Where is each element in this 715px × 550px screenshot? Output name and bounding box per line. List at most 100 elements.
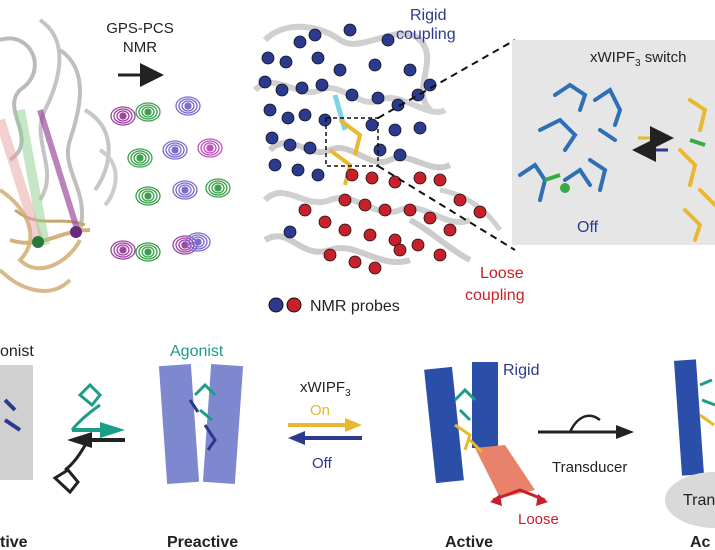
- nmr-probe: [371, 91, 385, 105]
- nmr-probe: [295, 81, 309, 95]
- probes-label: NMR probes: [310, 298, 400, 315]
- nmr-probe: [393, 148, 407, 162]
- state-label-active: Active: [445, 534, 493, 550]
- nmr-probe: [365, 171, 379, 185]
- active-helix-right: [472, 362, 498, 448]
- nmr-probe: [291, 163, 305, 177]
- nmr-probe: [265, 131, 279, 145]
- switch-off-label: Off: [577, 219, 599, 236]
- nmr-probe: [413, 171, 427, 185]
- nmr-probe: [283, 225, 297, 239]
- nmr-peak: [172, 180, 198, 200]
- transducer-blob: [665, 472, 715, 528]
- receptor-ribbon-left: [0, 18, 118, 293]
- nmr-probe: [303, 141, 317, 155]
- loose-arrowhead-right: [536, 494, 548, 506]
- nmr-probe: [343, 23, 357, 37]
- nmr-probe: [433, 173, 447, 187]
- active-agonist: [453, 387, 477, 422]
- nmr-probe: [318, 215, 332, 229]
- nmr-probe: [318, 113, 332, 127]
- nmr-probe: [388, 233, 402, 247]
- nmr-probe: [443, 223, 457, 237]
- nmr-probe: [378, 203, 392, 217]
- nmr-probe: [281, 111, 295, 125]
- nmr-probe: [403, 63, 417, 77]
- on-arrowhead: [345, 418, 362, 432]
- nmr-peak: [135, 102, 161, 122]
- zoom-line-top: [377, 39, 516, 119]
- off-label: Off: [312, 455, 333, 472]
- agonist-label-partial: onist: [0, 343, 34, 360]
- rigid-coupling-label-line2: coupling: [396, 26, 456, 43]
- active-loose-helix: [475, 445, 535, 498]
- agonist-binding-arrows: [52, 382, 125, 495]
- complex-switch: [699, 413, 715, 427]
- active-switch-sidechains: [454, 423, 484, 454]
- nmr-probe: [311, 51, 325, 65]
- off-ligand-fragment: [544, 173, 561, 182]
- nmr-probe: [453, 193, 467, 207]
- rigid-coupling-label-line1: Rigid: [410, 7, 446, 24]
- nmr-probe: [348, 255, 362, 269]
- nmr-probe: [388, 123, 402, 137]
- active-helix-left: [424, 366, 464, 484]
- probe-legend-red: [286, 297, 302, 313]
- switch-title: xWIPF3 switch: [590, 49, 686, 69]
- nmr-probe: [381, 33, 395, 47]
- loose-coupling-label-line2: coupling: [465, 287, 525, 304]
- nmr-probe: [333, 63, 347, 77]
- nmr-probe: [388, 175, 402, 189]
- nmr-peak: [175, 96, 201, 116]
- state-label-inactive-partial: tive: [0, 534, 28, 550]
- nmr-probe: [363, 228, 377, 242]
- nmr-probe: [338, 193, 352, 207]
- inactive-receptor-helix: [0, 365, 33, 480]
- transducer-complex-label-partial: Tran: [683, 492, 715, 509]
- transducer-arrowhead: [616, 425, 634, 439]
- off-arrowhead: [288, 431, 305, 445]
- nmr-probe: [308, 28, 322, 42]
- nmr-peak: [197, 138, 223, 158]
- nmr-peak: [127, 148, 153, 168]
- nmr-probe: [258, 75, 272, 89]
- transducer-hook: [568, 414, 601, 433]
- nmr-peak: [110, 240, 136, 260]
- zoom-line-bottom: [377, 165, 516, 251]
- method-label-line1: GPS-PCS: [106, 20, 174, 37]
- nmr-probe: [365, 118, 379, 132]
- nmr-probe: [315, 78, 329, 92]
- loose-label: Loose: [518, 511, 559, 528]
- on-label: On: [310, 402, 330, 419]
- nmr-probe: [323, 248, 337, 262]
- nmr-probe: [391, 98, 405, 112]
- nmr-probe: [298, 108, 312, 122]
- nmr-probe: [433, 248, 447, 262]
- complex-helix: [673, 359, 704, 476]
- nmr-probe: [279, 55, 293, 69]
- nmr-probe: [373, 143, 387, 157]
- nmr-probe: [368, 261, 382, 275]
- nmr-probe: [268, 158, 282, 172]
- nmr-probe: [393, 243, 407, 257]
- nmr-probe: [345, 88, 359, 102]
- nmr-probe: [293, 35, 307, 49]
- agonist-label: Agonist: [170, 343, 224, 360]
- nmr-peak: [110, 106, 136, 126]
- nmr-probe: [345, 168, 359, 182]
- nmr-probe: [473, 205, 487, 219]
- nmr-probe: [423, 211, 437, 225]
- nmr-probe: [358, 198, 372, 212]
- nmr-probe: [275, 83, 289, 97]
- nmr-probe: [298, 203, 312, 217]
- transducer-label: Transducer: [552, 459, 627, 476]
- nmr-peak: [135, 186, 161, 206]
- preactive-helix-right: [202, 364, 244, 484]
- nmr-probe-spheres: [258, 23, 487, 275]
- nmr-peak: [162, 140, 188, 160]
- xwipf-label: xWIPF3: [300, 379, 351, 399]
- method-label-line2: NMR: [123, 39, 157, 56]
- preactive-sidechains: [188, 399, 217, 451]
